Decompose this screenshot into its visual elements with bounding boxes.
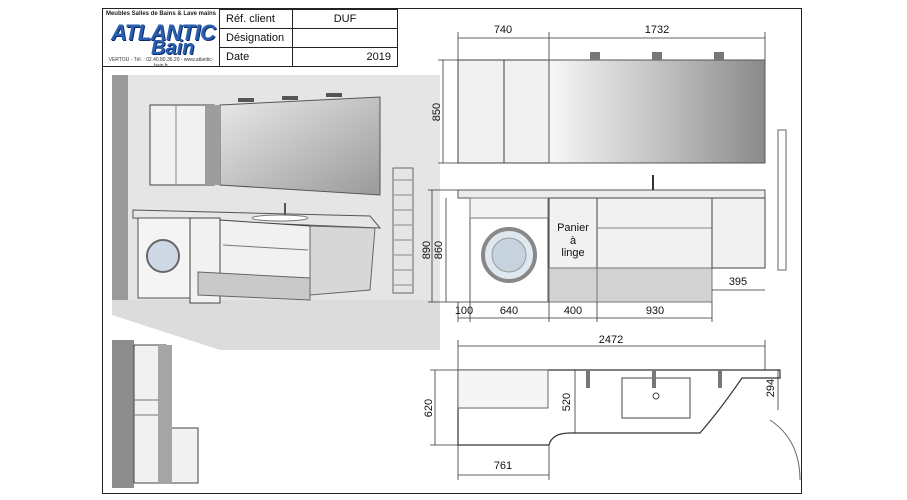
- basket-label-3: linge: [561, 247, 584, 259]
- wall-cabinet: [149, 104, 215, 186]
- basket-label-2: à: [570, 235, 577, 247]
- washing-machine-drum: [146, 239, 180, 273]
- lamp-2: [282, 96, 298, 100]
- mirror-lamp-1: [590, 52, 600, 60]
- dim-761: 761: [494, 460, 512, 472]
- dim-740: 740: [494, 24, 512, 36]
- date-value: 2019: [292, 47, 398, 67]
- logo-brand-top: ATLANTIC: [111, 20, 216, 45]
- wall-shadow-left: [112, 75, 128, 300]
- wall-cabinet-side: [205, 105, 219, 185]
- floor: [112, 300, 440, 350]
- machine-plan: [457, 369, 549, 409]
- vanity-lower-drawer: [197, 271, 311, 301]
- designation-label: Désignation: [219, 28, 293, 48]
- dim-520: 520: [561, 393, 573, 411]
- upper-cabinet-right: [503, 59, 550, 164]
- dim-640: 640: [500, 305, 518, 317]
- basin: [251, 214, 309, 222]
- logo-tagline: Meubles Salles de Bains & Lave mains: [105, 11, 217, 17]
- upper-cabinet-left: [457, 59, 505, 164]
- mirror-elevation: [548, 59, 766, 164]
- dim-400: 400: [564, 305, 582, 317]
- logo-brand-bottom: Bain: [151, 37, 195, 59]
- dim-2472: 2472: [599, 334, 623, 346]
- radiator-side: [777, 129, 787, 271]
- dim-1732: 1732: [645, 24, 669, 36]
- lamp-3: [326, 93, 342, 97]
- mirror-perspective: [219, 96, 381, 196]
- dim-294: 294: [765, 379, 777, 397]
- door-swing: [769, 419, 801, 481]
- elevation-upper: 740 1732 850: [431, 24, 787, 271]
- dim-850: 850: [431, 103, 443, 121]
- column-view: [112, 340, 199, 488]
- date-label: Date: [219, 47, 293, 67]
- vanity-bottom-drawer: [596, 267, 713, 303]
- countertop-plan: [457, 369, 781, 446]
- dim-620: 620: [423, 399, 435, 417]
- ref-label: Réf. client: [219, 9, 293, 29]
- dim-890: 890: [421, 241, 433, 259]
- plan-view: 2472 620 520 294 761: [423, 334, 801, 481]
- company-logo: Meubles Salles de Bains & Lave mains ATL…: [103, 9, 220, 69]
- perspective-view: [112, 75, 440, 350]
- towel-radiator: [392, 167, 414, 294]
- dim-860: 860: [433, 241, 445, 259]
- vanity-curved-end: [309, 225, 376, 296]
- drawing-frame: [102, 8, 802, 494]
- mirror-lamp-2: [652, 52, 662, 60]
- drawer-line-1: [222, 244, 309, 251]
- vanity-side-cabinet: [711, 197, 766, 269]
- dim-930: 930: [646, 305, 664, 317]
- dim-100: 100: [455, 305, 473, 317]
- mirror-lamp-3: [714, 52, 724, 60]
- logo-footer: VERTOU - Tél. : 02.40.80.36.20 - www.atl…: [108, 57, 214, 69]
- basket-label-1: Panier: [557, 222, 589, 234]
- lamp-1: [238, 98, 254, 102]
- countertop-elevation: [457, 189, 766, 199]
- elevation-lower: Panier à linge 890 860 100 640 400 930 3…: [421, 175, 766, 322]
- info-table: Réf. client DUF Désignation Date 2019: [219, 9, 398, 67]
- dim-395: 395: [729, 276, 747, 288]
